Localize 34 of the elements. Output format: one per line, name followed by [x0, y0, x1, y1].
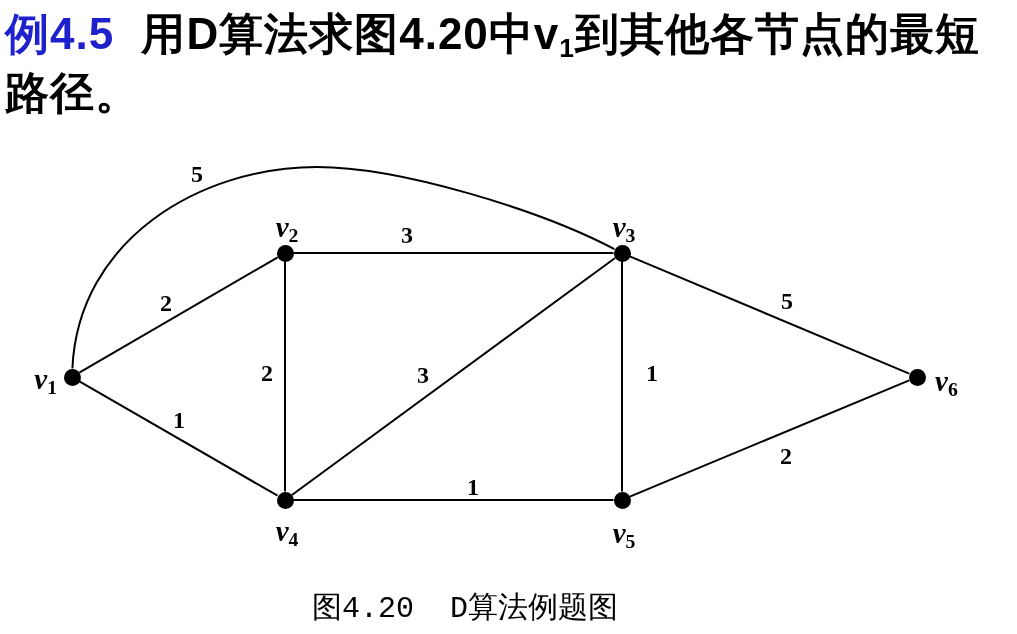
edge-line: [628, 255, 911, 375]
vertex-label: v$_{3}$: [612, 212, 636, 242]
edge-weight: 1: [646, 361, 658, 385]
edge-weight: 1: [467, 475, 479, 499]
edge-weight: 5: [191, 162, 203, 186]
vertex-dot: [276, 244, 294, 262]
vertex-dot: [276, 491, 294, 509]
edge-weight: 3: [401, 223, 413, 247]
edge-weight: 2: [160, 291, 172, 315]
edge-weight: 3: [417, 363, 429, 387]
edge-line: [621, 260, 623, 493]
vertex-dot: [613, 491, 631, 509]
vertex-label: v$_{2}$: [275, 212, 299, 242]
edge-line: [628, 379, 911, 498]
vertex-dot: [613, 244, 631, 262]
edge-line: [290, 257, 617, 496]
edge-weight: 5: [781, 289, 793, 313]
edge-line: [292, 252, 615, 254]
vertex-dot: [63, 368, 81, 386]
title: 例4.5 用D算法求图4.20中v$_{1}$到其他各节点的最短路径。: [5, 8, 981, 119]
vertex-dot: [908, 368, 926, 386]
vertex-label: v$_{1}$: [34, 364, 57, 394]
edge-line: [284, 260, 286, 493]
figure-caption: 图4.20 D算法例题图: [312, 591, 619, 627]
edge-weight: 1: [173, 408, 185, 432]
edge-weight: 2: [780, 444, 792, 468]
vertex-label: v$_{5}$: [612, 518, 636, 548]
edge-line: [78, 256, 279, 374]
edge-line: [292, 499, 615, 501]
vertex-label: v$_{6}$: [935, 366, 958, 396]
edge-weight: 2: [261, 361, 273, 385]
vertex-label: v$_{4}$: [275, 516, 299, 546]
edge-line: [71, 166, 616, 370]
edge-line: [78, 380, 279, 497]
